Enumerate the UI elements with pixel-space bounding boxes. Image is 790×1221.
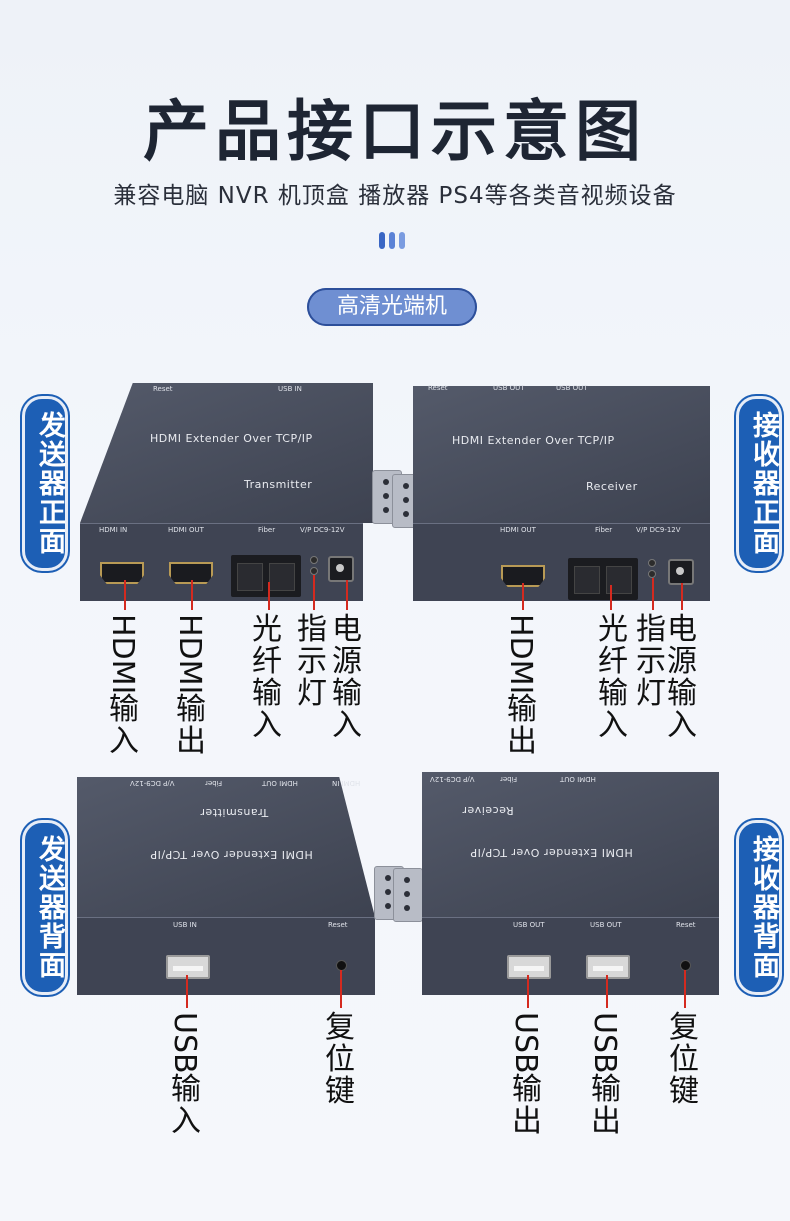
- callout-line: [652, 578, 654, 610]
- transmitter-name-text: Transmitter: [244, 478, 313, 491]
- led-indicator: [310, 567, 318, 575]
- callout-rx-power: 电源输入: [667, 612, 697, 743]
- callout-line: [346, 580, 348, 610]
- receiver-top-panel: [422, 772, 719, 917]
- callout-tx-usb-in: USB 输入: [167, 1012, 202, 1139]
- transmitter-model-text: HDMI Extender Over TCP/IP: [150, 848, 313, 861]
- led-indicator: [648, 570, 656, 578]
- label-reset: Reset: [328, 921, 348, 929]
- callout-rx-usb-out-1: USB 输出: [508, 1012, 543, 1139]
- top-power-label: V/P DC9-12V: [430, 775, 475, 783]
- callout-rx-usb-out-2: USB 输出: [587, 1012, 622, 1139]
- top-hdmi-in-label: HDMI IN: [332, 779, 361, 787]
- callout-tx-power: 电源输入: [332, 612, 362, 743]
- callout-rx-led: 指示灯: [636, 612, 666, 711]
- callout-rx-reset: 复位键: [669, 1010, 699, 1109]
- receiver-model-text: HDMI Extender Over TCP/IP: [452, 434, 615, 447]
- receiver-name-text: Receiver: [462, 804, 514, 817]
- page-title: 产品接口示意图: [143, 93, 647, 170]
- label-hdmi-out: HDMI OUT: [500, 526, 536, 534]
- label-fiber: Fiber: [595, 526, 613, 534]
- label-power: V/P DC9-12V: [300, 526, 345, 534]
- side-label-tx-back: 发送器背面: [22, 820, 68, 995]
- callout-tx-hdmi-in: HDMI 输入: [105, 614, 140, 760]
- top-usb-out-label: USB OUT: [493, 384, 525, 392]
- callout-tx-fiber: 光纤输入: [252, 612, 282, 743]
- callout-line: [610, 585, 612, 610]
- decorative-bars: [379, 232, 405, 249]
- callout-line: [186, 975, 188, 1008]
- label-usb-out: USB OUT: [513, 921, 545, 929]
- top-power-label: V/P DC9-12V: [130, 779, 175, 787]
- transmitter-model-text: HDMI Extender Over TCP/IP: [150, 432, 313, 445]
- top-hdmi-out-label: HDMI OUT: [262, 779, 298, 787]
- side-label-rx-back: 接收器背面: [736, 820, 782, 995]
- label-fiber: Fiber: [258, 526, 276, 534]
- callout-line: [340, 970, 342, 1008]
- led-indicator: [648, 559, 656, 567]
- label-hdmi-in: HDMI IN: [99, 526, 128, 534]
- callout-line: [268, 582, 270, 610]
- usb-in-port[interactable]: [166, 955, 210, 979]
- callout-line: [684, 970, 686, 1008]
- label-usb-out: USB OUT: [590, 921, 622, 929]
- dc-power-port[interactable]: [328, 556, 354, 582]
- receiver-back-panel: [422, 917, 719, 995]
- label-hdmi-out: HDMI OUT: [168, 526, 204, 534]
- transmitter-name-text: Transmitter: [200, 806, 269, 819]
- top-reset-label: Reset: [428, 384, 448, 392]
- callout-line: [681, 583, 683, 610]
- callout-rx-hdmi-out: HDMI 输出: [503, 614, 538, 760]
- usb-out-port[interactable]: [586, 955, 630, 979]
- callout-line: [191, 580, 193, 610]
- mount-bracket: [393, 868, 423, 922]
- section-pill: 高清光端机: [307, 288, 477, 326]
- callout-line: [313, 575, 315, 610]
- receiver-front-panel: [413, 523, 710, 601]
- top-usb-out-label: USB OUT: [556, 384, 588, 392]
- fiber-port[interactable]: [231, 555, 301, 597]
- side-label-rx-front: 接收器正面: [736, 396, 782, 571]
- usb-out-port[interactable]: [507, 955, 551, 979]
- transmitter-back-panel: [77, 917, 375, 995]
- side-label-tx-front: 发送器正面: [22, 396, 68, 571]
- callout-tx-hdmi-out: HDMI 输出: [172, 614, 207, 760]
- transmitter-top-panel: [80, 383, 373, 523]
- label-power: V/P DC9-12V: [636, 526, 681, 534]
- label-usb-in: USB IN: [173, 921, 197, 929]
- led-indicator: [310, 556, 318, 564]
- dc-power-port[interactable]: [668, 559, 694, 585]
- top-fiber-label: Fiber: [205, 779, 223, 787]
- callout-rx-fiber: 光纤输入: [598, 612, 628, 743]
- receiver-top-panel: [413, 386, 710, 523]
- transmitter-top-panel: [77, 777, 375, 917]
- page-subtitle: 兼容电脑 NVR 机顶盒 播放器 PS4等各类音视频设备: [113, 183, 677, 209]
- top-hdmi-out-label: HDMI OUT: [560, 775, 596, 783]
- label-reset: Reset: [676, 921, 696, 929]
- callout-line: [124, 580, 126, 610]
- top-fiber-label: Fiber: [500, 775, 518, 783]
- callout-tx-led: 指示灯: [297, 612, 327, 711]
- top-usb-in-label: USB IN: [278, 385, 302, 393]
- fiber-port[interactable]: [568, 558, 638, 600]
- callout-line: [606, 975, 608, 1008]
- top-reset-label: Reset: [153, 385, 173, 393]
- callout-tx-reset: 复位键: [325, 1010, 355, 1109]
- receiver-model-text: HDMI Extender Over TCP/IP: [470, 846, 633, 859]
- callout-line: [522, 583, 524, 610]
- receiver-name-text: Receiver: [586, 480, 638, 493]
- callout-line: [527, 975, 529, 1008]
- hdmi-in-port[interactable]: [100, 562, 144, 584]
